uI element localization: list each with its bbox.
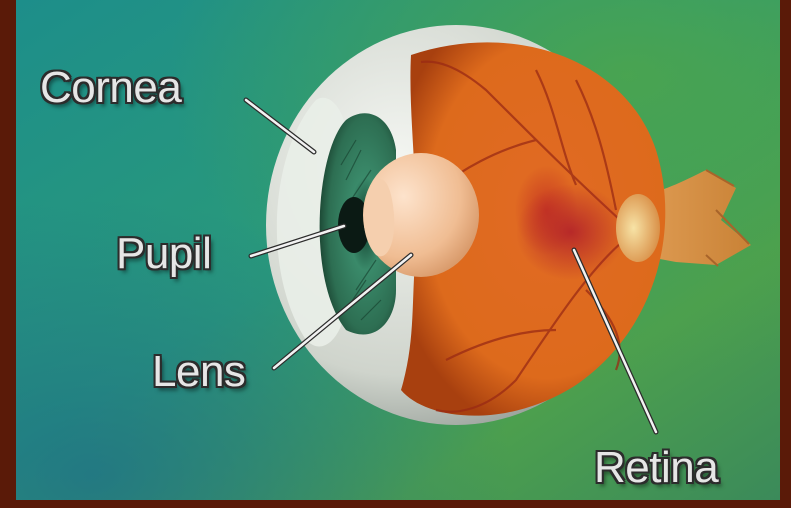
lens-label: Lens — [152, 350, 245, 394]
optic-disc — [616, 194, 660, 262]
retina-label: Retina — [594, 446, 718, 490]
eye-anatomy-illustration: Cornea Pupil Lens Retina — [16, 0, 780, 500]
macula — [516, 184, 626, 280]
cornea-label: Cornea — [40, 66, 181, 110]
pupil-label: Pupil — [116, 232, 211, 276]
